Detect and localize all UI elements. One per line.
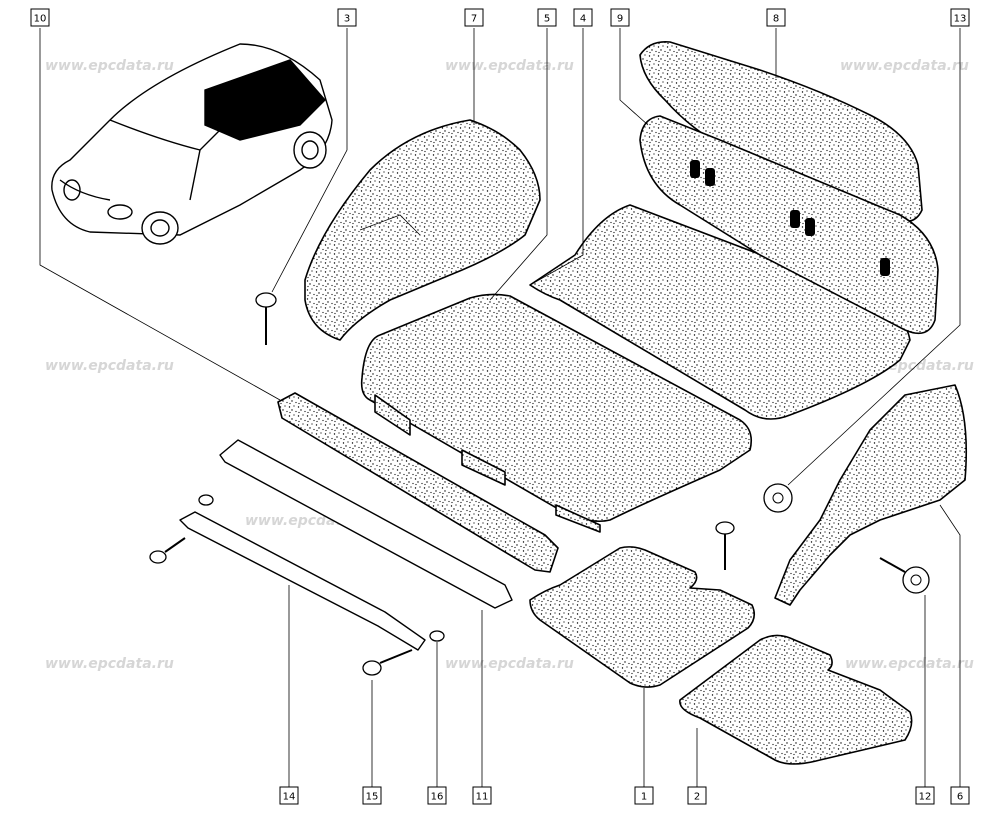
- watermark-text: www.epcdata.ru: [840, 58, 969, 74]
- callout-number: 8: [773, 14, 779, 25]
- watermark-text: www.epcdata.ru: [445, 656, 574, 672]
- push-clip-icon: [763, 483, 793, 513]
- screw-icon: [715, 521, 735, 570]
- rear-corner-trim: [774, 384, 967, 606]
- callout-label: 4: [573, 8, 593, 27]
- watermark-text: www.epcdata.ru: [45, 656, 174, 672]
- push-clip-icon: [429, 630, 445, 642]
- callout-label: 13: [950, 8, 970, 27]
- callout-label: 7: [464, 8, 484, 27]
- callout-label: 2: [687, 786, 707, 805]
- callout-label: 10: [30, 8, 50, 27]
- vent-slot-group: [690, 160, 890, 276]
- callout-number: 3: [344, 14, 350, 25]
- screw-icon: [362, 649, 413, 676]
- callout-label: 16: [427, 786, 447, 805]
- push-clip-icon: [198, 494, 214, 506]
- car-outline-icon: [51, 43, 333, 245]
- callout-number: 4: [580, 14, 586, 25]
- callout-number: 11: [476, 792, 489, 803]
- callout-label: 12: [915, 786, 935, 805]
- callout-label: 3: [337, 8, 357, 27]
- callout-number: 2: [694, 792, 700, 803]
- strut-bar: [179, 511, 426, 651]
- callout-label: 6: [950, 786, 970, 805]
- floor-board-lower-block: [555, 504, 601, 533]
- callout-number: 1: [641, 792, 647, 803]
- watermark-text: www.epcdata.ru: [845, 656, 974, 672]
- floor-mat-front: [529, 546, 756, 688]
- floor-board-lower-block: [461, 449, 506, 486]
- callout-label: 14: [279, 786, 299, 805]
- callout-number: 9: [617, 14, 623, 25]
- screw-icon: [255, 292, 277, 345]
- callout-number: 5: [544, 14, 550, 25]
- callout-number: 16: [431, 792, 444, 803]
- watermark-layer: www.epcdata.ru www.epcdata.ru www.epcdat…: [45, 58, 974, 672]
- callout-number: 7: [471, 14, 477, 25]
- floor-board-lower-block: [374, 394, 411, 436]
- floor-mat-rear: [679, 634, 913, 765]
- callout-number: 10: [34, 14, 47, 25]
- leader-lines: [39, 28, 961, 790]
- watermark-text: www.epcdata.ru: [45, 358, 174, 374]
- parcel-shelf: [639, 40, 923, 223]
- callout-label: 8: [766, 8, 786, 27]
- callout-number: 14: [283, 792, 296, 803]
- callout-label: 1: [634, 786, 654, 805]
- screw-icon: [149, 537, 186, 564]
- callout-label: 15: [362, 786, 382, 805]
- push-clip-icon: [879, 557, 930, 594]
- sill-trim: [277, 392, 559, 573]
- watermark-text: www.epcdata.ru: [445, 58, 574, 74]
- callout-label: 11: [472, 786, 492, 805]
- callout-number: 13: [954, 14, 967, 25]
- left-side-trim-panel: [304, 119, 541, 341]
- callout-number: 6: [957, 792, 963, 803]
- callout-number: 12: [919, 792, 932, 803]
- callout-label: 5: [537, 8, 557, 27]
- guide-rail: [219, 439, 513, 609]
- callout-label: 9: [610, 8, 630, 27]
- watermark-text: www.epcdata.ru: [45, 58, 174, 74]
- floor-board-upper: [529, 204, 911, 420]
- callout-number: 15: [366, 792, 379, 803]
